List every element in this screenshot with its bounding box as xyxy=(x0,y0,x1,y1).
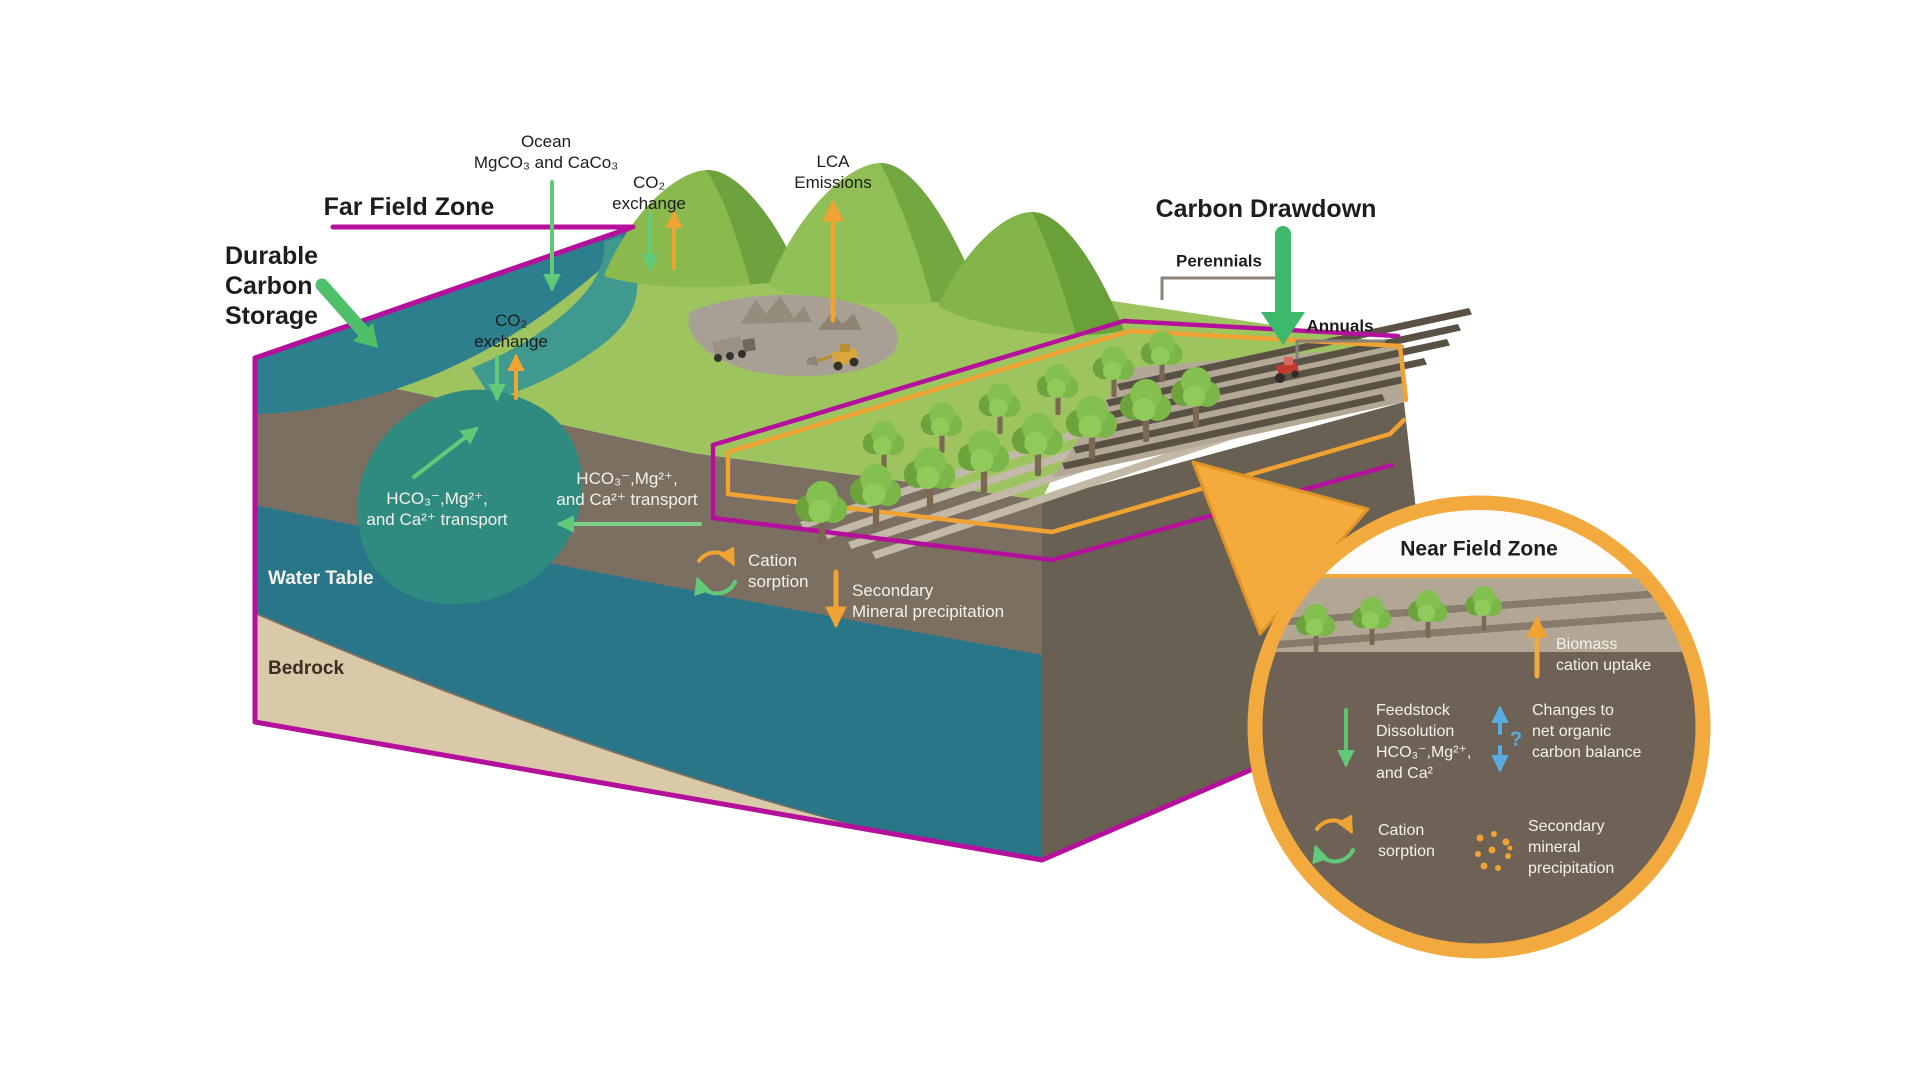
nfz-secondary-mineral-label: Secondary mineral precipitation xyxy=(1528,818,1615,877)
ocean-strip xyxy=(255,228,632,414)
nfz-cation-cycle-green xyxy=(1312,844,1355,865)
lca-emissions-label: LCA Emissions xyxy=(794,152,872,192)
big-arrows xyxy=(315,226,1305,348)
carbon-drawdown-label: Carbon Drawdown xyxy=(1155,195,1377,223)
callout-arrows xyxy=(1312,615,1549,865)
transport-plume-label: HCO₃⁻,Mg²⁺, and Ca²⁺ transport xyxy=(366,489,508,529)
bedrock-label: Bedrock xyxy=(268,658,345,679)
secondary-mineral-dots-icon xyxy=(1475,831,1513,871)
ocean-label: Ocean MgCO₃ and CaCo₃ xyxy=(473,132,619,172)
cation-cycle-green xyxy=(694,576,737,597)
organic-carbon-balance-label: Changes to net organic carbon balance xyxy=(1532,702,1642,761)
far-field-outline xyxy=(252,224,1439,863)
annuals-bracket xyxy=(1295,339,1385,359)
nfz-cation-sorption-label: Cation sorption xyxy=(1378,822,1435,860)
wheel-loader xyxy=(806,344,859,371)
cation-sorption-label: Cation sorption xyxy=(748,551,809,591)
durable-carbon-storage-label: Durable Carbon Storage xyxy=(225,242,319,330)
label-brackets xyxy=(1160,276,1385,359)
far-field-zone-label: Far Field Zone xyxy=(323,193,495,221)
water-table-label: Water Table xyxy=(268,568,374,589)
near-field-zone-title: Near Field Zone xyxy=(1400,537,1558,561)
tractor xyxy=(1275,357,1299,383)
plume-transport-arrow xyxy=(412,426,479,479)
cation-cycle-orange xyxy=(697,546,735,567)
hills xyxy=(604,162,1124,335)
flux-arrows xyxy=(412,180,848,629)
perennials-bracket xyxy=(1160,276,1276,300)
transport-soil-label: HCO₃⁻,Mg²⁺, and Ca²⁺ transport xyxy=(556,469,698,509)
perennials-label: Perennials xyxy=(1176,251,1262,271)
rock-pile xyxy=(740,296,812,324)
field-base xyxy=(1052,345,1404,478)
annuals-label: Annuals xyxy=(1306,316,1374,336)
rock-pile xyxy=(818,312,862,330)
annuals-field xyxy=(1052,308,1472,478)
carbon-drawdown-arrowhead xyxy=(1261,312,1305,345)
co2-exchange-upper-label: CO₂ exchange xyxy=(612,173,686,213)
dump-truck xyxy=(712,336,756,362)
block-silhouette-outline xyxy=(252,225,1439,863)
nfz-cation-cycle-orange xyxy=(1315,814,1353,835)
bedrock-layer xyxy=(255,614,882,833)
durable-storage-arrow xyxy=(315,278,369,337)
biomass-cation-uptake-label: Biomass cation uptake xyxy=(1556,636,1652,674)
co2-exchange-lower-label: CO₂ exchange xyxy=(474,311,548,351)
feedstock-dissolution-label: Feedstock Dissolution HCO₃⁻,Mg²⁺, and Ca… xyxy=(1376,702,1472,782)
near-field-outline xyxy=(710,318,1409,563)
quarry xyxy=(688,294,898,376)
secondary-mineral-label: Secondary Mineral precipitation xyxy=(852,581,1005,621)
groundwater-plume xyxy=(357,389,583,605)
durable-storage-arrowhead xyxy=(353,323,378,348)
question-mark-label: ? xyxy=(1509,728,1523,751)
